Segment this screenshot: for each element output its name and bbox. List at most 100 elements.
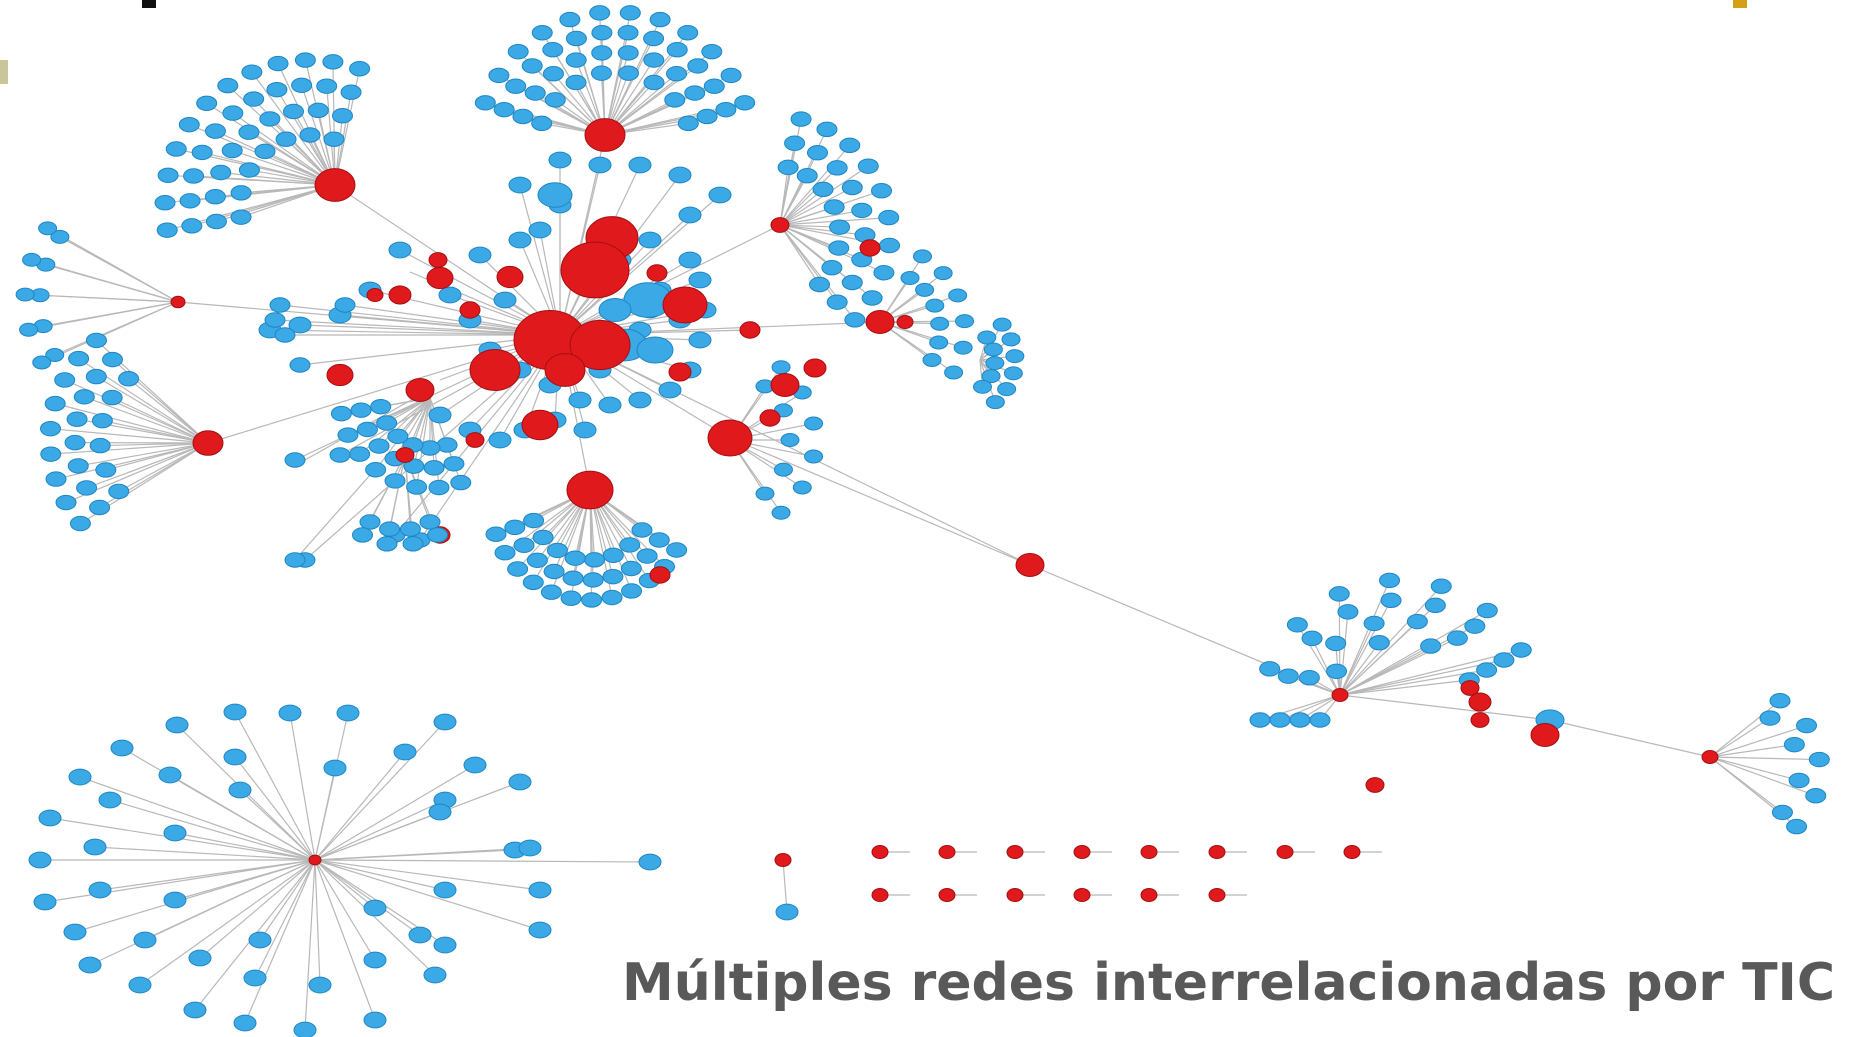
leaf-node [73,389,95,405]
leaf-node [879,237,901,254]
leaf-node [839,137,861,154]
leaf-node [590,65,612,81]
leaf-node [513,537,535,553]
leaf-node [359,514,381,530]
edge [78,442,209,467]
hub-node [1006,844,1024,860]
leaf-node [1326,663,1348,679]
edge [1339,600,1392,696]
leaf-node [755,486,775,501]
leaf-node [678,206,702,224]
leaf-node [573,421,597,439]
hub-node [1365,777,1385,793]
leaf-node [223,703,247,721]
leaf-node [183,168,205,184]
leaf-node [133,931,157,949]
edge [314,764,476,861]
leaf-node [521,58,543,74]
leaf-node [562,570,584,586]
edge [1709,717,1771,758]
hub-node [938,844,956,860]
edge [879,321,954,373]
hub-node [1276,844,1294,860]
leaf-node [1337,604,1359,620]
leaf-node [1759,710,1781,726]
leaf-node [1368,635,1390,651]
leaf-node [559,11,581,28]
leaf-node [532,529,554,546]
leaf-node [419,514,441,530]
leaf-node [323,759,347,777]
edge [274,319,561,336]
leaf-node [1783,736,1805,753]
hub-node [1530,723,1560,747]
leaf-node [664,92,686,108]
leaf-node [191,144,213,161]
hub-node [496,265,524,289]
leaf-node [1363,615,1385,632]
leaf-node [648,532,670,548]
leaf-node [524,85,546,101]
leaf-node [329,447,351,463]
leaf-node [68,350,90,367]
leaf-node [336,704,360,722]
leaf-node [1005,349,1025,364]
leaf-node [95,462,117,478]
leaf-node [83,838,107,856]
leaf-node [933,266,953,281]
leaf-node [221,142,243,159]
leaf-node [808,276,830,293]
leaf-node [531,115,553,132]
leaf-node [1446,630,1468,646]
leaf-node [217,77,239,94]
hub-node [646,264,668,282]
leaf-node [531,25,553,41]
leaf-node [780,433,800,447]
leaf-node [992,317,1012,332]
leaf-node [628,391,652,409]
leaf-node [972,379,992,394]
hub-node [1015,553,1045,577]
leaf-node [1277,668,1299,684]
leaf-node [350,402,372,418]
edge [234,756,316,861]
leaf-node [1003,366,1023,381]
edge [1709,700,1781,758]
leaf-node [568,391,592,409]
hub-node [569,319,631,371]
edge [559,224,781,336]
leaf-node [294,52,316,68]
leaf-node [289,357,311,373]
hub-node [662,286,708,324]
leaf-node [365,462,387,478]
leaf-node [64,434,86,451]
leaf-node [1286,617,1308,633]
leaf-node [443,456,465,472]
leaf-node [828,240,850,256]
edge [1339,610,1488,696]
leaf-node [548,151,572,169]
leaf-node [829,219,851,235]
leaf-node [210,164,232,181]
leaf-node [76,480,98,496]
hub-node [1470,712,1490,728]
leaf-node [684,85,706,101]
hub-node [584,118,626,152]
leaf-node [488,431,512,449]
leaf-node [688,331,712,349]
leaf-node [331,108,353,124]
leaf-node [101,389,123,406]
leaf-node [619,5,641,21]
leaf-node [591,25,613,41]
leaf-node [560,590,582,606]
leaf-node [78,956,102,974]
leaf-node [69,515,91,532]
leaf-node [878,209,900,226]
leaf-node [299,127,321,143]
edge [244,859,316,1024]
leaf-node [523,512,545,529]
leaf-node [581,592,603,608]
leaf-node [259,111,281,127]
leaf-node [248,931,272,949]
leaf-node [269,297,291,313]
